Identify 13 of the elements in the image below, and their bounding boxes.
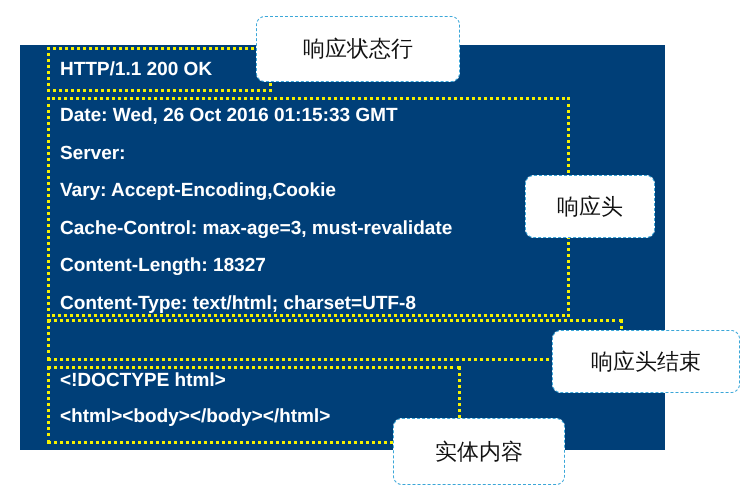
code-line: Cache-Control: max-age=3, must-revalidate <box>60 216 452 240</box>
code-line: Content-Type: text/html; charset=UTF-8 <box>60 292 416 316</box>
code-line: Server: <box>60 142 126 166</box>
code-line: Date: Wed, 26 Oct 2016 01:15:33 GMT <box>60 104 398 128</box>
code-line: <!DOCTYPE html> <box>60 369 226 393</box>
code-line: Content-Length: 18327 <box>60 254 266 278</box>
callout-label: 实体内容 <box>393 418 565 485</box>
callout-label: 响应头 <box>525 175 655 238</box>
callout-label: 响应状态行 <box>256 16 460 82</box>
callout-label: 响应头结束 <box>552 330 740 393</box>
code-line: <html><body></body></html> <box>60 405 330 429</box>
code-line: HTTP/1.1 200 OK <box>60 58 212 82</box>
code-line: Vary: Accept-Encoding,Cookie <box>60 179 336 203</box>
